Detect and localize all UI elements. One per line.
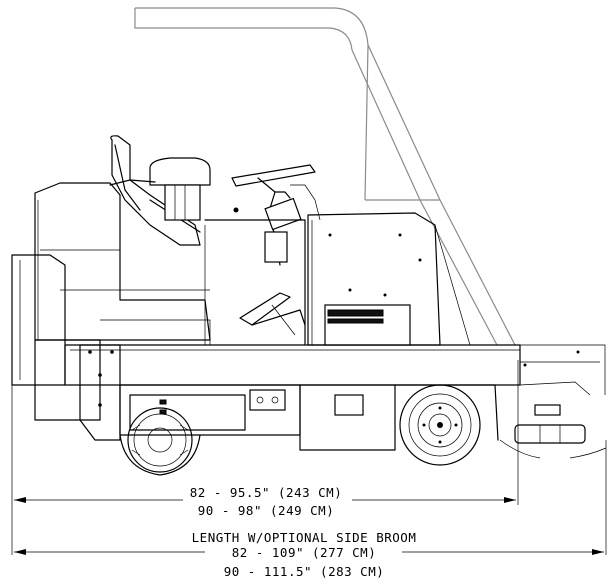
side-broom <box>497 344 607 459</box>
rear-wheel <box>119 407 201 476</box>
main-frame <box>64 344 521 441</box>
dimension-lines <box>11 360 607 555</box>
overall-length-dim-line1: 82 - 95.5" (243 CM) <box>190 485 343 500</box>
hopper <box>307 212 471 346</box>
side-broom-dim-line2: 90 - 111.5" (283 CM) <box>224 564 385 579</box>
side-broom-caption: LENGTH W/OPTIONAL SIDE BROOM <box>192 530 417 545</box>
steering-wheel <box>231 164 321 266</box>
operator-deck <box>204 219 306 346</box>
front-wheel <box>399 384 481 466</box>
overhead-guard <box>134 7 516 346</box>
filler-cap <box>149 157 211 221</box>
side-broom-dim-line1: 82 - 109" (277 CM) <box>232 545 376 560</box>
lower-chassis <box>119 384 499 451</box>
rear-body <box>11 182 211 421</box>
overall-length-dim-line2: 90 - 98" (249 CM) <box>198 503 334 518</box>
